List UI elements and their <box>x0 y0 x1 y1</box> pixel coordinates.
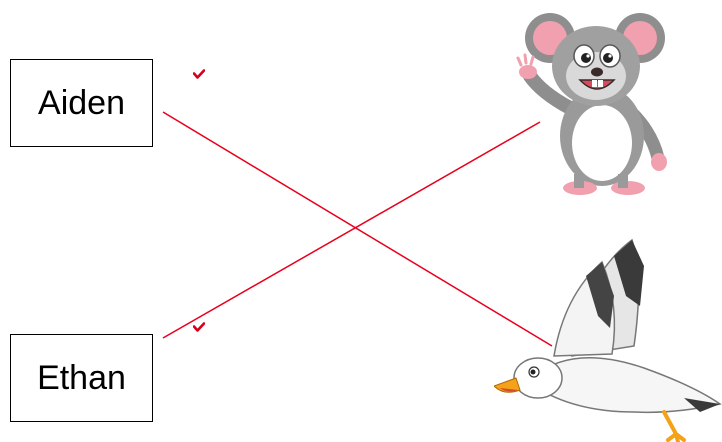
mouse-icon[interactable] <box>512 8 677 200</box>
checkmark-icon <box>193 69 205 79</box>
name-box-ethan[interactable]: Ethan <box>10 334 153 422</box>
name-label-aiden: Aiden <box>38 83 125 122</box>
checkmark-icon <box>193 322 205 332</box>
line-ethan-to-mouse <box>162 121 541 339</box>
seagull-icon[interactable] <box>494 236 722 442</box>
name-box-aiden[interactable]: Aiden <box>10 59 153 147</box>
name-label-ethan: Ethan <box>37 358 126 397</box>
